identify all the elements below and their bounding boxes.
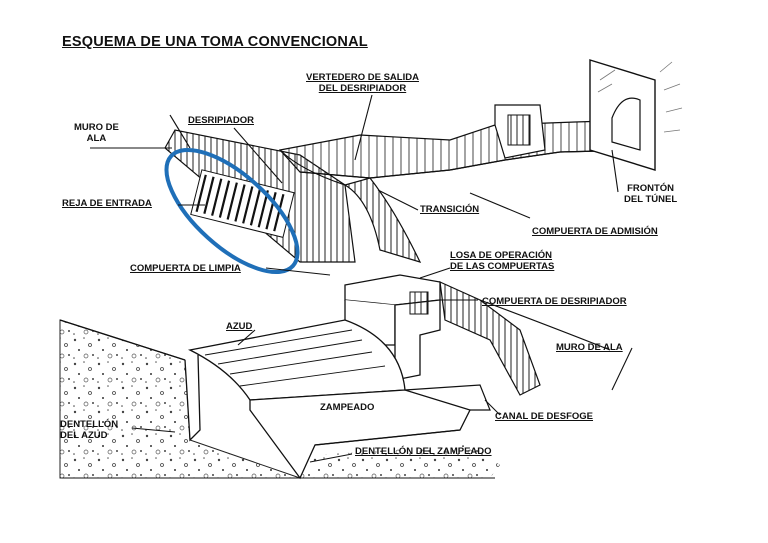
label-compuerta-admision: COMPUERTA DE ADMISIÓN bbox=[532, 226, 658, 237]
label-desripiador: DESRIPIADOR bbox=[188, 115, 254, 126]
label-transicion: TRANSICIÓN bbox=[420, 204, 480, 215]
label-zampeado: ZAMPEADO bbox=[320, 402, 375, 413]
label-reja-entrada: REJA DE ENTRADA bbox=[62, 198, 152, 209]
upper-channel-wall bbox=[278, 119, 641, 179]
label-compuerta-limpia: COMPUERTA DE LIMPIA bbox=[130, 263, 241, 274]
gravel-ground-front bbox=[300, 445, 500, 478]
intake-grate bbox=[190, 169, 295, 239]
label-muro-ala-right: MURO DE ALA bbox=[556, 342, 623, 353]
transition-wall bbox=[343, 177, 422, 263]
diagram-title: ESQUEMA DE UNA TOMA CONVENCIONAL bbox=[62, 34, 368, 50]
label-dentellon-zampeado: DENTELLÓN DEL ZAMPEADO bbox=[355, 446, 492, 457]
label-azud: AZUD bbox=[226, 321, 253, 332]
label-compuerta-desripiador: COMPUERTA DE DESRIPIADOR bbox=[482, 296, 627, 307]
label-canal-desfoge: CANAL DE DESFOGE bbox=[495, 411, 594, 422]
highlight-ellipse bbox=[164, 147, 300, 275]
right-wing-wall bbox=[439, 281, 541, 396]
